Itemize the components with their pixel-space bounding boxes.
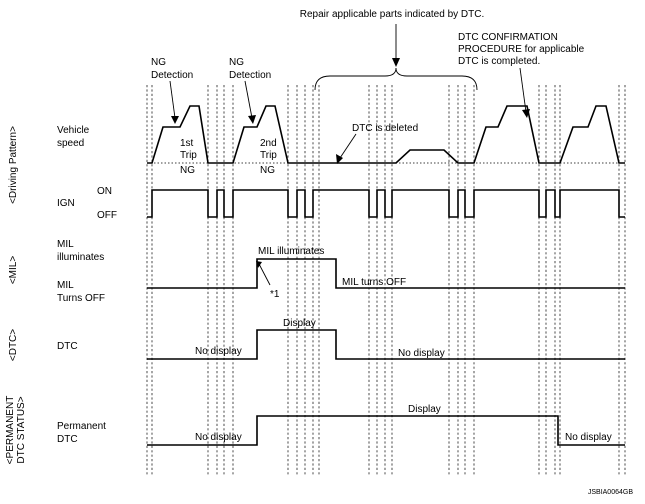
row-mil-illuminates-2: illuminates (57, 252, 104, 263)
row-vehicle-speed-1: Vehicle (57, 125, 90, 136)
perm-display-label: Display (408, 404, 441, 415)
ng-detection-2-line-1: NG (229, 57, 244, 68)
row-ign-off: OFF (97, 210, 117, 221)
perm-no-display-2: No display (565, 432, 612, 443)
dtc-deleted-label: DTC is deleted (352, 123, 418, 134)
vehicle-speed-trace (147, 105, 625, 164)
permanent-dtc-trace (147, 415, 625, 446)
ng-detection-2-line-2: Detection (229, 70, 271, 81)
ng-detection-1-line-1: NG (151, 57, 166, 68)
dtc-confirm-line-2: PROCEDURE for applicable (458, 44, 585, 55)
row-mil-illuminates-1: MIL (57, 239, 74, 250)
section-permanent-1: <PERMANENT (5, 396, 16, 465)
dtc-no-display-1: No display (195, 346, 242, 357)
vehicle-speed-row: 1st Trip NG 2nd Trip NG DTC is deleted (147, 105, 625, 176)
dtc-display-label: Display (283, 318, 316, 329)
mil-on-label: MIL illuminates (258, 246, 324, 257)
dtc-confirmation-annotation: DTC CONFIRMATION PROCEDURE for applicabl… (458, 32, 585, 118)
dtc-confirm-line-3: DTC is completed. (458, 56, 540, 67)
trip1-label-1: 1st (180, 138, 194, 149)
permanent-dtc-row: Display No display No display (147, 404, 625, 446)
footnote-mark: *1 (270, 289, 280, 300)
mil-off-label: MIL turns OFF (342, 277, 406, 288)
trip1-label-2: Trip (180, 150, 197, 161)
trip1-label-3: NG (180, 165, 195, 176)
repair-brace (314, 67, 478, 91)
section-permanent-2: DTC STATUS> (16, 396, 27, 463)
perm-no-display-1: No display (195, 432, 242, 443)
section-dtc: <DTC> (8, 329, 19, 361)
ign-trace (147, 189, 625, 218)
row-permanent-dtc-1: Permanent (57, 421, 106, 432)
dtc-confirm-line-1: DTC CONFIRMATION (458, 32, 558, 43)
mil-trace (147, 258, 625, 289)
dtc-no-display-2: No display (398, 348, 445, 359)
dtc-row: Display No display No display (147, 318, 625, 360)
dtc-trace (147, 329, 625, 360)
row-mil-turns-off-1: MIL (57, 280, 74, 291)
trip2-label-2: Trip (260, 150, 277, 161)
repair-note: Repair applicable parts indicated by DTC… (300, 9, 485, 20)
trip2-label-3: NG (260, 165, 275, 176)
repair-annotation: Repair applicable parts indicated by DTC… (300, 9, 485, 91)
row-labels: Vehicle speed IGN ON OFF MIL illuminates… (57, 125, 117, 445)
figure-code: JSBIA0064GB (588, 489, 633, 496)
trip2-label-1: 2nd (260, 138, 277, 149)
ign-row (147, 189, 625, 218)
row-mil-turns-off-2: Turns OFF (57, 293, 105, 304)
section-labels: <Driving Pattern> <MIL> <DTC> <PERMANENT… (5, 126, 27, 464)
section-driving-pattern: <Driving Pattern> (8, 126, 19, 204)
time-guide-lines (146, 85, 626, 475)
row-ign-on: ON (97, 186, 112, 197)
row-dtc: DTC (57, 341, 78, 352)
ng-detection-1-line-2: Detection (151, 70, 193, 81)
ng-detection-labels: NG Detection NG Detection (151, 57, 271, 124)
section-mil: <MIL> (8, 256, 19, 285)
row-permanent-dtc-2: DTC (57, 434, 78, 445)
row-ign: IGN (57, 198, 75, 209)
row-vehicle-speed-2: speed (57, 138, 84, 149)
mil-row: MIL illuminates MIL turns OFF *1 (147, 246, 625, 300)
